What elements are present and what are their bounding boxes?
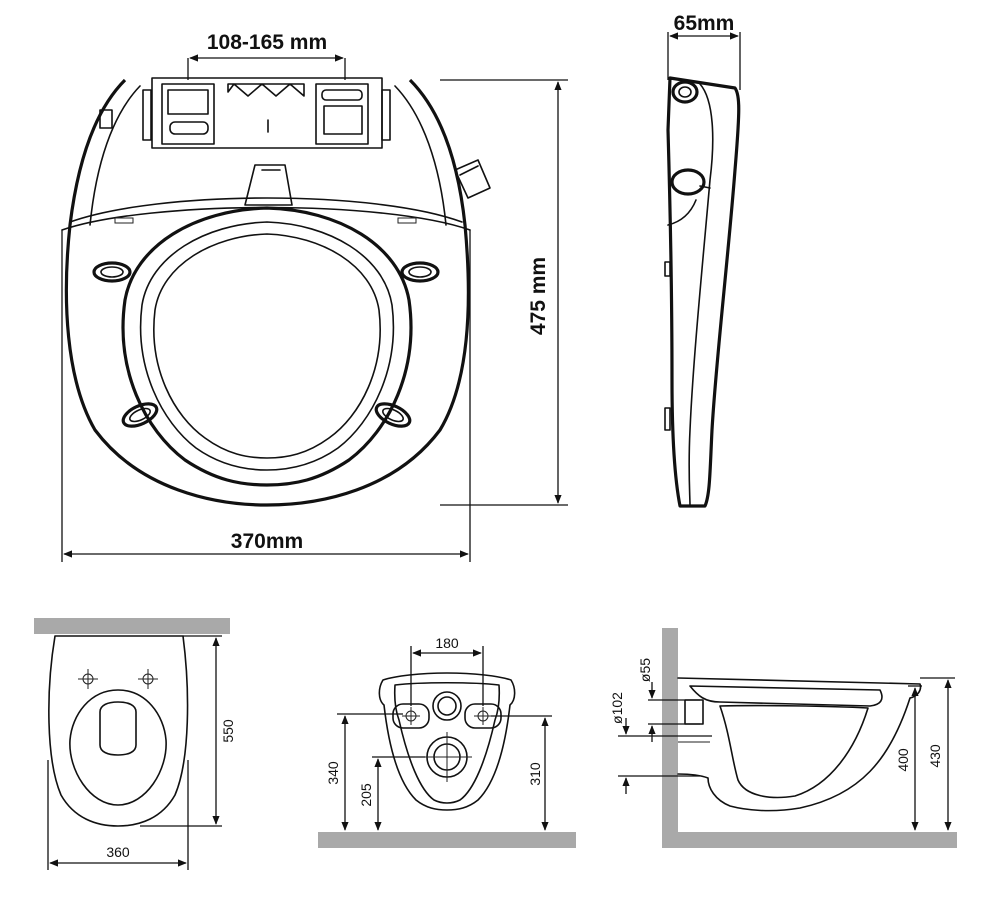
bowl-side-view [662,628,957,848]
height-right-label: 310 [527,762,543,786]
dimension-seat-width: 370mm [61,230,471,562]
seat-depth-label: 65mm [674,12,735,35]
dimension-bowl-width: 360 [47,760,189,870]
hinge-range-label: 108-165 mm [207,31,327,54]
dimension-seat-depth: 65mm [667,12,741,90]
side-floor [662,832,957,848]
bowl-top-view [34,618,230,827]
dimension-total-height: 430 [920,677,955,831]
dimension-outlet-diameter: ø102 [609,692,712,794]
inlet-height-label: 205 [358,783,374,807]
dimension-height-right: 310 [491,715,552,831]
floor [318,832,576,848]
dimension-inlet-height: 205 [358,756,425,831]
total-height-label: 430 [927,744,943,768]
side-wall [662,628,678,848]
dimension-height-left: 340 [325,713,403,831]
seat-top-view [61,77,491,507]
dimension-hinge-range: 108-165 mm [187,31,346,80]
rim-height-label: 400 [895,748,911,772]
dimension-bolt-spacing: 180 [410,635,484,706]
bowl-length-label: 550 [220,719,236,743]
inlet-diameter-label: ø55 [637,658,653,682]
dimension-seat-length: 475 mm [440,79,568,506]
bowl-back-view [318,672,576,848]
bowl-width-label: 360 [106,844,130,860]
dimension-bowl-length: 550 [140,635,236,827]
seat-width-label: 370mm [231,530,303,553]
dimension-rim-height: 400 [895,685,922,831]
seat-length-label: 475 mm [527,257,550,335]
seat-side-view [664,76,741,508]
outlet-diameter-label: ø102 [609,692,625,724]
height-left-label: 340 [325,761,341,785]
bolt-spacing-label: 180 [435,635,459,651]
dimension-inlet-diameter: ø55 [637,658,700,742]
wall [34,618,230,634]
